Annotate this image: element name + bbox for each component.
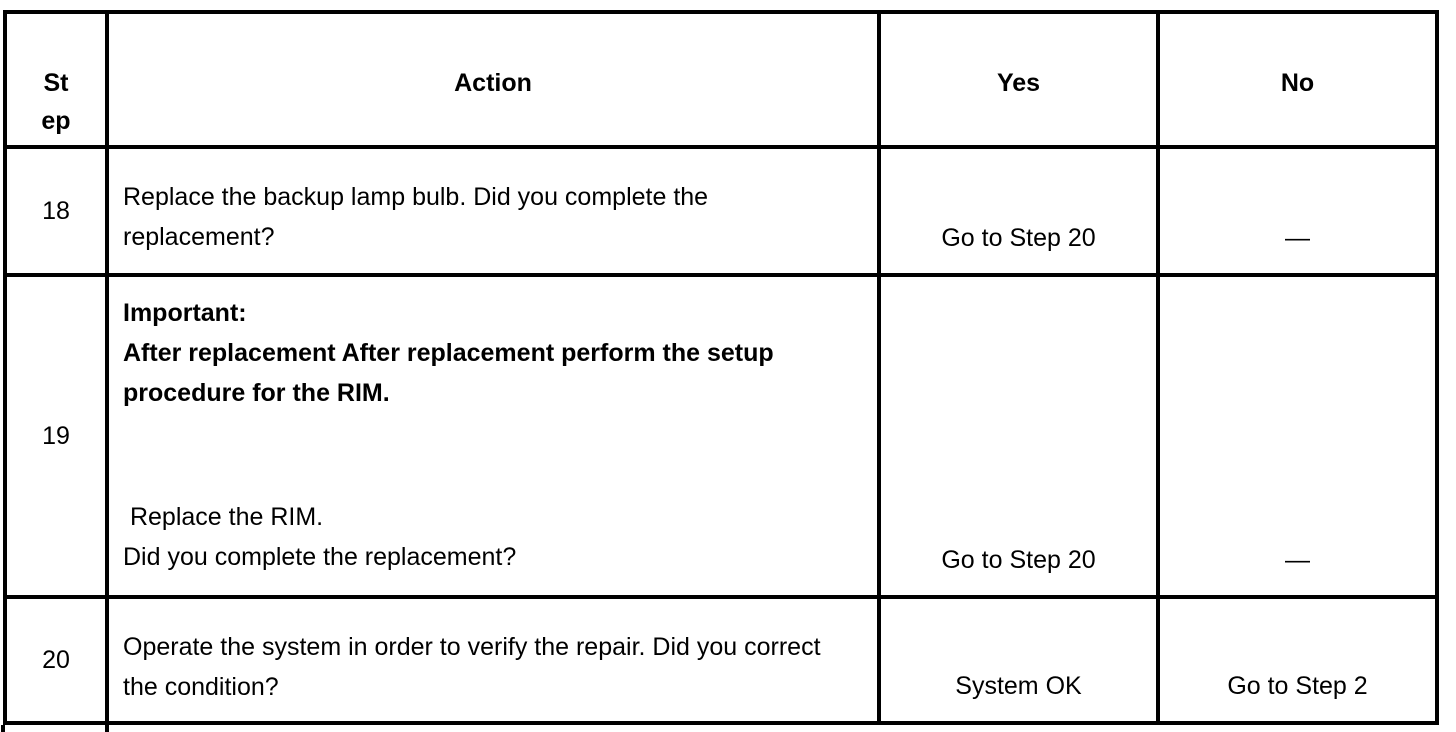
table-row-step-18: 18 Replace the backup lamp bulb. Did you… bbox=[3, 145, 1439, 277]
action-cell: Replace the backup lamp bulb. Did you co… bbox=[105, 145, 881, 277]
action-text: Operate the system in order to verify th… bbox=[123, 633, 821, 701]
table-row-step-19: 19 Important: After replacement After re… bbox=[3, 273, 1439, 599]
step-number: 19 bbox=[3, 273, 109, 599]
no-cell: — bbox=[1156, 145, 1439, 277]
header-step-line1: St bbox=[43, 69, 69, 97]
yes-cell: Go to Step 20 bbox=[877, 273, 1160, 599]
next-row-border-stub bbox=[1, 725, 5, 732]
header-no: No bbox=[1156, 10, 1439, 149]
table-header-row: St ep Action Yes No bbox=[3, 10, 1439, 149]
header-step: St ep bbox=[3, 10, 109, 149]
no-cell: — bbox=[1156, 273, 1439, 599]
no-cell: Go to Step 2 bbox=[1156, 595, 1439, 725]
important-label: Important: bbox=[123, 299, 247, 327]
action-cell: Operate the system in order to verify th… bbox=[105, 595, 881, 725]
table-row-step-20: 20 Operate the system in order to verify… bbox=[3, 595, 1439, 725]
action-text-line2: Did you complete the replacement? bbox=[123, 543, 517, 571]
next-row-border-stub bbox=[105, 725, 109, 732]
yes-cell: Go to Step 20 bbox=[877, 145, 1160, 277]
header-yes: Yes bbox=[877, 10, 1160, 149]
header-action: Action bbox=[105, 10, 881, 149]
important-text: After replacement After replacement perf… bbox=[123, 339, 774, 407]
action-cell: Important: After replacement After repla… bbox=[105, 273, 881, 599]
yes-cell: System OK bbox=[877, 595, 1160, 725]
action-text: Replace the backup lamp bulb. Did you co… bbox=[123, 183, 709, 251]
step-number: 18 bbox=[3, 145, 109, 277]
action-text-line1: Replace the RIM. bbox=[123, 503, 324, 531]
header-step-line2: ep bbox=[41, 107, 71, 135]
step-number: 20 bbox=[3, 595, 109, 725]
diagnostic-steps-table: St ep Action Yes No 18 Replace the backu… bbox=[3, 10, 1439, 725]
